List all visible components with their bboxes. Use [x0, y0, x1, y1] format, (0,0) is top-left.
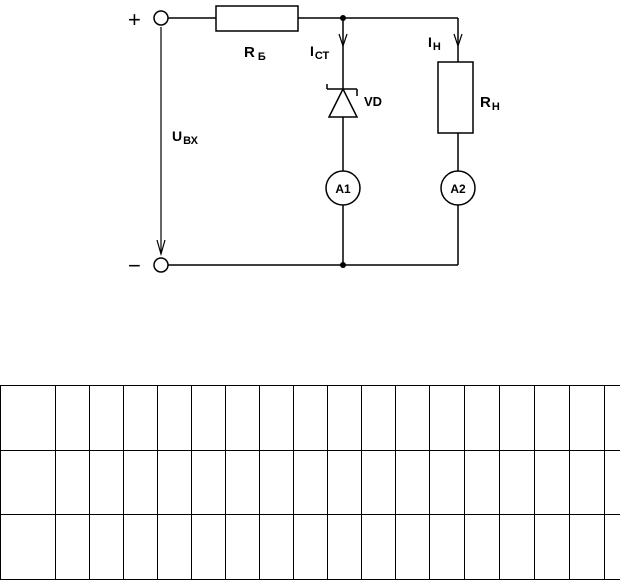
table-row: [0, 385, 620, 451]
table-cell: [123, 449, 158, 516]
table-cell: [327, 514, 362, 580]
table-cell: [361, 385, 396, 451]
label-a1: A1: [335, 182, 351, 196]
table-cell: [225, 514, 260, 580]
table-cell: [534, 385, 570, 451]
ammeter-a2: [440, 170, 476, 206]
junction-top: [340, 15, 346, 21]
table-cell: [157, 449, 192, 516]
table-cell: [89, 449, 124, 516]
table-cell: [89, 385, 124, 451]
voltage-arrow-uvx: [156, 27, 166, 257]
table-cell: [191, 385, 226, 451]
plus-sign: +: [128, 7, 141, 32]
resistor-rn: [437, 61, 474, 134]
table-cell: [225, 449, 260, 516]
table-cell: [123, 385, 158, 451]
table-cell: [569, 449, 605, 516]
label-a2: A2: [450, 182, 466, 196]
table-cell: [123, 514, 158, 580]
table-cell: [429, 449, 465, 516]
resistor-rb: [215, 5, 299, 32]
table-cell: [259, 514, 294, 580]
table-cell: [499, 449, 535, 516]
table-cell: [55, 449, 90, 516]
table-cell: [191, 514, 226, 580]
label-uvx: UВХ: [172, 128, 199, 147]
table-cell: [395, 385, 430, 451]
table-cell: [361, 514, 396, 580]
table-cell: [157, 514, 192, 580]
table-cell: [464, 385, 500, 451]
wires: [168, 17, 459, 266]
label-in: IН: [428, 34, 441, 53]
table-cell: [259, 449, 294, 516]
label-rn: RН: [480, 94, 500, 113]
table-cell: [293, 449, 328, 516]
table-cell: [604, 385, 620, 451]
table-cell: [464, 514, 500, 580]
table-cell: [604, 514, 620, 580]
table-cell: [55, 385, 90, 451]
table-cell: [499, 385, 535, 451]
table-cell: [191, 449, 226, 516]
current-arrow-in: [453, 33, 463, 48]
table-cell: [89, 514, 124, 580]
table-cell: [569, 514, 605, 580]
table-cell: [534, 449, 570, 516]
table-row: [0, 514, 620, 580]
table-cell: [464, 449, 500, 516]
table-cell: [327, 385, 362, 451]
table-cell: [55, 514, 90, 580]
table-cell: [569, 385, 605, 451]
table-cell: [429, 385, 465, 451]
table-cell: [395, 449, 430, 516]
table-cell: [0, 385, 56, 451]
negative-terminal: [153, 257, 169, 273]
table-cell: [157, 385, 192, 451]
junction-bottom: [340, 262, 346, 268]
ammeter-a1: [325, 170, 361, 206]
table-cell: [225, 385, 260, 451]
positive-terminal: [153, 10, 169, 26]
label-ist: IСТ: [310, 43, 330, 62]
table-cell: [395, 514, 430, 580]
minus-sign: −: [128, 253, 141, 278]
current-arrow-ist: [338, 33, 348, 48]
measurement-table: [0, 385, 620, 580]
table-cell: [499, 514, 535, 580]
table-cell: [534, 514, 570, 580]
label-vd: VD: [364, 94, 382, 109]
table-row: [0, 449, 620, 516]
zener-diode: [326, 84, 359, 118]
table-cell: [604, 449, 620, 516]
table-cell: [293, 385, 328, 451]
table-cell: [259, 385, 294, 451]
table-cell: [327, 449, 362, 516]
table-cell: [293, 514, 328, 580]
table-cell: [429, 514, 465, 580]
table-cell: [0, 514, 56, 580]
table-cell: [361, 449, 396, 516]
table-cell: [0, 449, 56, 516]
